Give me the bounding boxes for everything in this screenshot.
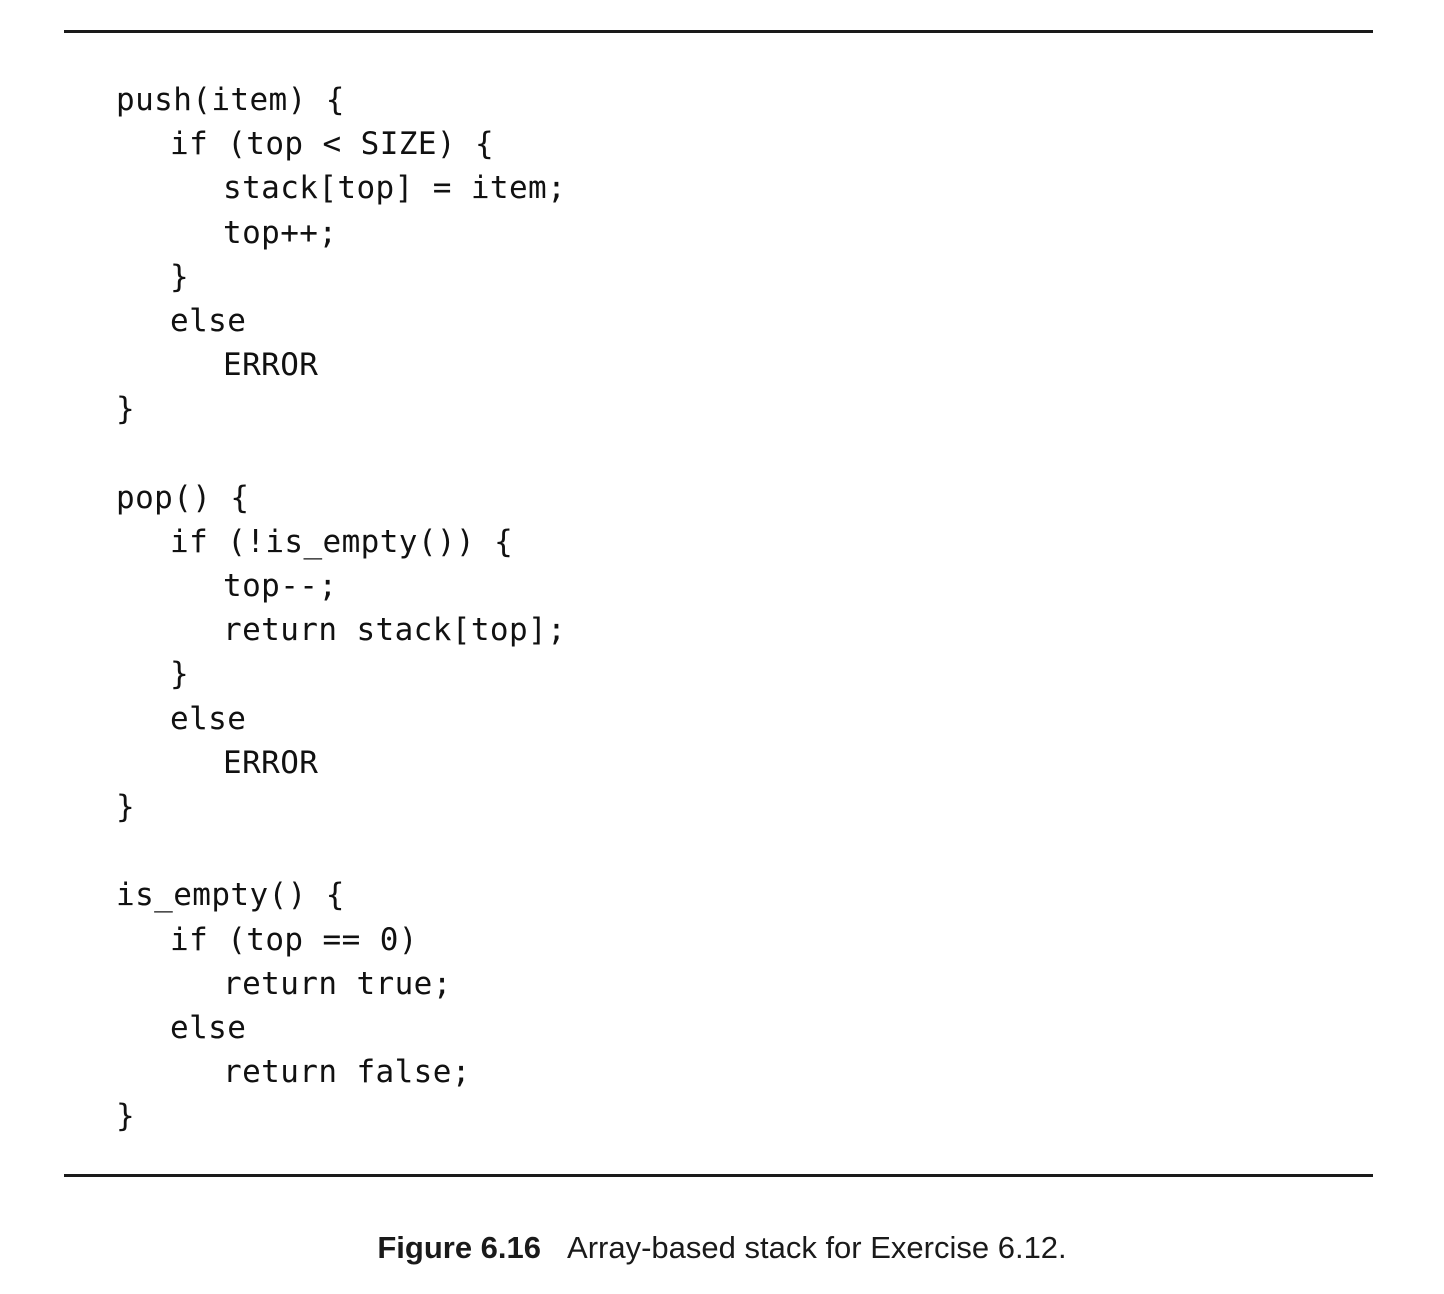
code-line: } <box>170 656 190 693</box>
code-line: if (top < SIZE) { <box>170 126 495 163</box>
code-line: return false; <box>223 1054 471 1091</box>
code-line: return true; <box>223 965 452 1002</box>
code-line: pop() { <box>116 479 250 516</box>
bottom-rule <box>64 1174 1373 1177</box>
figure-caption-text: Array-based stack for Exercise 6.12. <box>567 1230 1067 1265</box>
code-line: } <box>116 789 136 825</box>
push-function: push(item) { if (top < SIZE) { stack[top… <box>116 78 566 432</box>
code-line: top++; <box>223 214 338 251</box>
is-empty-function: is_empty() { if (top == 0) return true; … <box>116 873 566 1138</box>
code-line: ERROR <box>223 744 319 781</box>
code-line: push(item) { <box>116 82 345 118</box>
code-line: if (top == 0) <box>170 921 418 958</box>
code-listing: push(item) { if (top < SIZE) { stack[top… <box>116 78 566 1139</box>
code-line: return stack[top]; <box>223 612 567 649</box>
code-line: ERROR <box>223 347 319 384</box>
blank-line <box>116 432 566 476</box>
code-line: top--; <box>223 568 338 605</box>
code-line: else <box>170 302 247 339</box>
code-line: } <box>116 391 136 428</box>
code-line: stack[top] = item; <box>223 170 567 207</box>
code-line: if (!is_empty()) { <box>170 523 514 560</box>
code-line: is_empty() { <box>116 877 345 914</box>
code-line: else <box>170 1009 247 1046</box>
code-line: else <box>170 700 247 737</box>
pop-function: pop() { if (!is_empty()) { top--; return… <box>116 476 566 830</box>
blank-line <box>116 829 566 873</box>
figure-caption: Figure 6.16 Array-based stack for Exercis… <box>0 1230 1444 1266</box>
code-line: } <box>170 258 190 295</box>
code-line: } <box>116 1098 136 1135</box>
top-rule <box>64 30 1373 33</box>
figure-label: Figure 6.16 <box>377 1230 542 1265</box>
